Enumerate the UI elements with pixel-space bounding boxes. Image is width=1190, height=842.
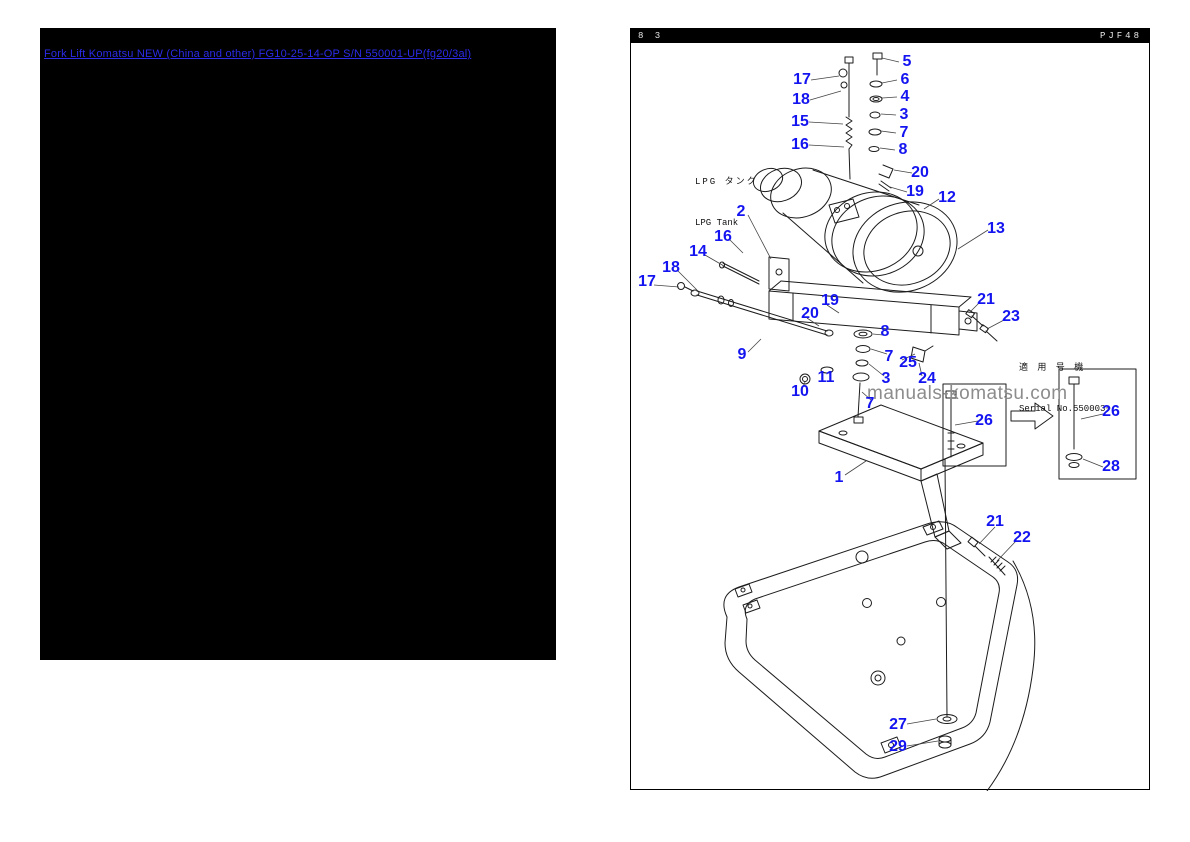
part-callout: 9 — [737, 346, 747, 363]
part-callout: 15 — [791, 113, 809, 130]
part-callout: 18 — [792, 91, 810, 108]
part-callout: 14 — [689, 243, 707, 260]
part-callout: 25 — [899, 354, 917, 371]
part-callout: 28 — [1102, 458, 1120, 475]
part-callout: 21 — [977, 291, 995, 308]
part-callout: 16 — [791, 136, 809, 153]
bolt-axis-line — [944, 458, 948, 718]
washer-stack-shape — [799, 329, 934, 424]
part-callout: 10 — [791, 383, 809, 400]
header-left-code: 8 3 — [638, 31, 664, 41]
side-bolts-shape — [965, 309, 998, 342]
hood-bolts-shape — [967, 536, 1006, 576]
part-callout: 19 — [821, 292, 839, 309]
part-callout: 4 — [900, 88, 910, 105]
part-callout: 11 — [817, 369, 835, 386]
part-callout: 7 — [899, 124, 909, 141]
part-callout: 7 — [884, 348, 894, 365]
part-callout: 6 — [900, 71, 910, 88]
part-callout: 20 — [801, 305, 819, 322]
part-callout: 22 — [1013, 529, 1031, 546]
bracket-plate-shape — [818, 404, 984, 550]
part-callout: 20 — [911, 164, 929, 181]
part-callout: 24 — [918, 370, 936, 387]
part-callout: 5 — [902, 53, 912, 70]
part-callout: 26 — [975, 412, 993, 429]
fastener-column-shape — [868, 52, 894, 192]
bottom-washer-nut-shape — [936, 714, 958, 749]
diagram-header-bar: 8 3 PJF48 — [631, 29, 1149, 43]
parts-diagram-drawing — [653, 52, 1137, 791]
top-bolt-spring-shape — [838, 56, 854, 180]
part-callout: 17 — [793, 71, 811, 88]
part-callout: 19 — [906, 183, 924, 200]
left-black-panel: Fork Lift Komatsu NEW (China and other) … — [40, 28, 556, 660]
part-callout: 23 — [1002, 308, 1020, 325]
part-callout: 2 — [736, 203, 746, 220]
part-callout: 26 — [1102, 403, 1120, 420]
detail-box-2 — [1058, 368, 1137, 480]
lpg-tank-label: LPG タンク LPG Tank — [695, 149, 758, 257]
lpg-tank-label-en: LPG Tank — [695, 217, 739, 228]
part-callout: 8 — [898, 141, 908, 158]
manual-title-link[interactable]: Fork Lift Komatsu NEW (China and other) … — [44, 48, 472, 60]
serial-label-en: Serial No.550003~ — [1019, 403, 1111, 414]
part-callout: 8 — [880, 323, 890, 340]
serial-label-jp: 適 用 号 機 — [1019, 363, 1086, 373]
part-callout: 18 — [662, 259, 680, 276]
part-callout: 3 — [899, 106, 909, 123]
lpg-tank-label-jp: LPG タンク — [695, 177, 758, 187]
parts-diagram-panel: 8 3 PJF48 — [630, 28, 1150, 791]
part-callout: 3 — [881, 370, 891, 387]
part-callout: 29 — [889, 738, 907, 755]
part-callout: 1 — [834, 469, 844, 486]
leader-lines — [653, 57, 1104, 747]
tank-mount-frame-shape — [768, 256, 978, 336]
hood-cover-shape — [723, 520, 1036, 791]
part-callout: 27 — [889, 716, 907, 733]
part-callout: 21 — [986, 513, 1004, 530]
part-callout: 12 — [938, 189, 956, 206]
part-callout: 13 — [987, 220, 1005, 237]
lpg-tank-shape — [752, 167, 958, 293]
detail-box-1 — [942, 383, 1007, 467]
watermark-text: manuals-komatsu.com — [867, 383, 1068, 404]
part-callout: 16 — [714, 228, 732, 245]
part-callout: 7 — [865, 395, 875, 412]
part-callout: 17 — [638, 273, 656, 290]
serial-applicability-label: 適 用 号 機 Serial No.550003~ — [1019, 335, 1111, 443]
tie-rod-shape — [677, 261, 834, 337]
header-right-code: PJF48 — [1099, 31, 1142, 41]
change-arrow-icon — [1010, 402, 1054, 430]
